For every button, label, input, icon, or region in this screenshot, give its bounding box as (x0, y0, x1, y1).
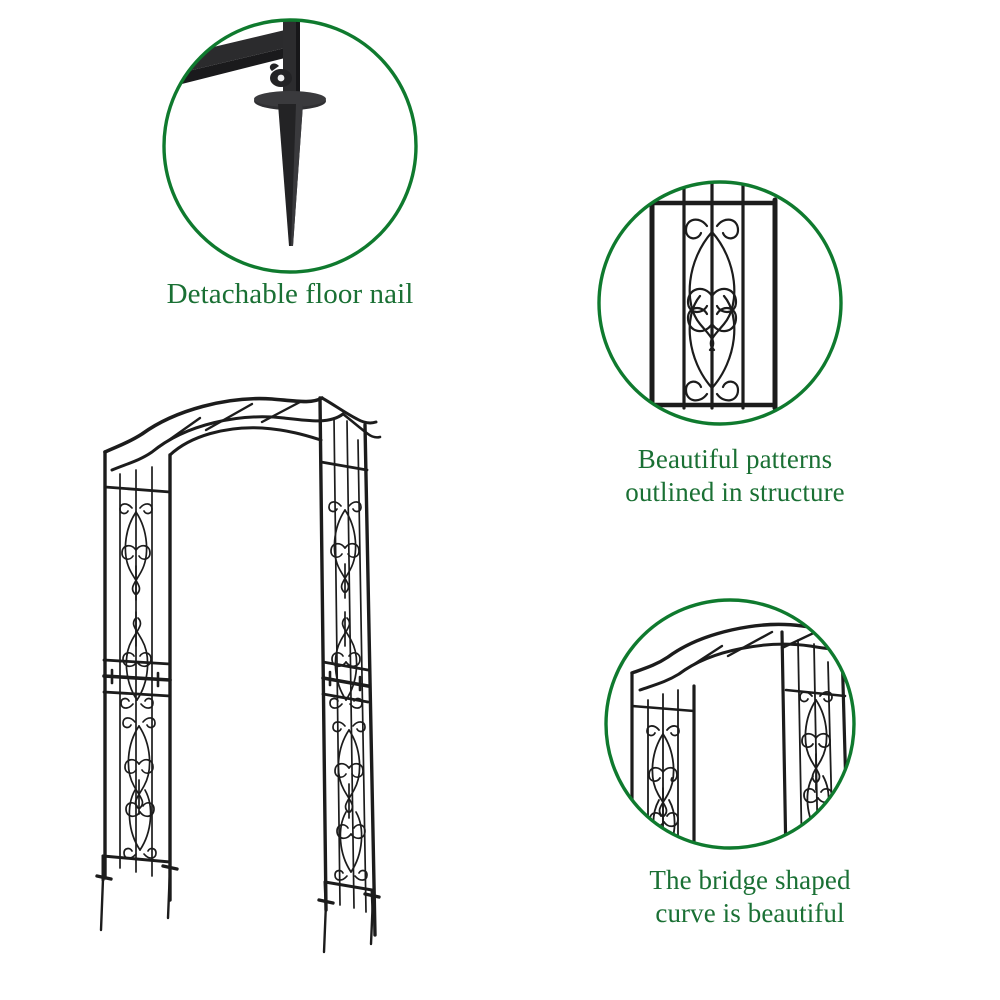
ground-stake-icon (95, 854, 179, 932)
scroll-motif (123, 789, 157, 859)
scroll-motif (328, 501, 362, 599)
scrollwork-panel-icon (649, 182, 778, 411)
caption-bridge-shaped-curve: The bridge shaped curve is beautiful (649, 865, 851, 929)
scroll-motif (120, 611, 154, 709)
scroll-motif (334, 811, 368, 881)
scroll-motif (119, 503, 153, 601)
arch-curve-icon (630, 622, 854, 848)
scroll-motif (329, 611, 363, 709)
callout-ring (604, 598, 856, 850)
callout-ring (597, 180, 843, 426)
ground-stake-icon (317, 880, 381, 954)
caption-detachable-floor-nail: Detachable floor nail (166, 278, 414, 310)
caption-beautiful-patterns: Beautiful patterns outlined in structure (625, 444, 845, 508)
left-side-panel (95, 450, 179, 932)
arch-top-bar (103, 396, 382, 472)
scroll-motif (122, 717, 156, 815)
callout-ring (162, 18, 418, 274)
right-side-panel (317, 396, 381, 954)
scroll-motif (332, 721, 366, 819)
